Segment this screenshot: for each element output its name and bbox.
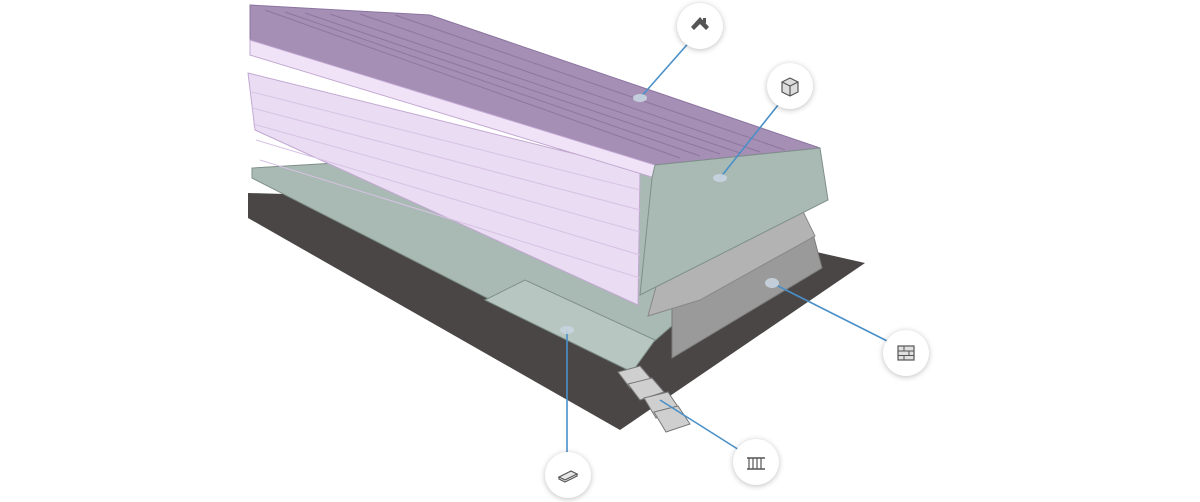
room-box-icon bbox=[781, 77, 799, 97]
roof-shingle-lines bbox=[264, 9, 786, 159]
roof-icon bbox=[691, 17, 709, 30]
building-front-face bbox=[247, 72, 641, 306]
marker-dots bbox=[560, 94, 779, 334]
room-callout[interactable] bbox=[767, 63, 813, 109]
stairs bbox=[617, 365, 691, 433]
wall-icon bbox=[897, 345, 915, 361]
siding-lines bbox=[251, 91, 641, 279]
roof-gable-end bbox=[639, 147, 829, 296]
roof-callout[interactable] bbox=[677, 3, 723, 49]
stairs-callout[interactable] bbox=[733, 439, 779, 485]
wall-callout[interactable] bbox=[883, 330, 929, 376]
floor-callout[interactable] bbox=[545, 452, 591, 498]
floor-slab-step bbox=[483, 279, 656, 373]
floor-slab-icon bbox=[557, 470, 579, 483]
stair-railing-icon bbox=[747, 457, 765, 470]
